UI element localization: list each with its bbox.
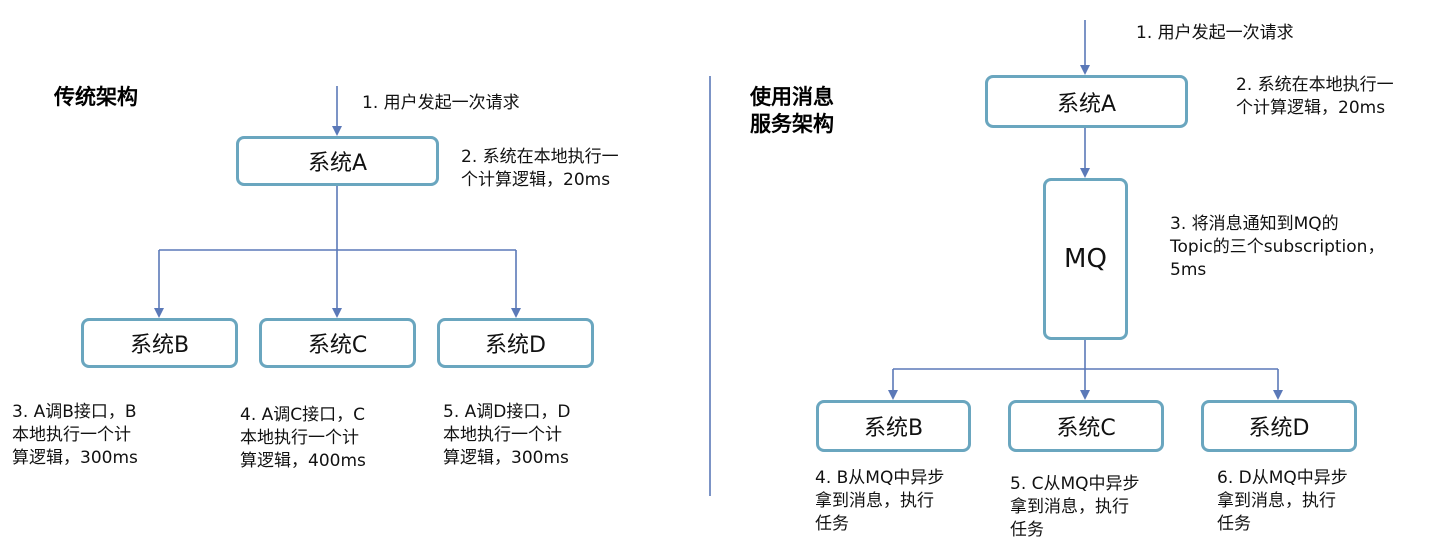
right-node-system-d: 系统D <box>1201 400 1357 452</box>
step-line: 4. B从MQ中异步 <box>815 468 945 488</box>
left-step-1: 1. 用户发起一次请求 <box>362 92 520 115</box>
step-line: 任务 <box>815 514 849 534</box>
heading-line: 服务架构 <box>750 112 834 137</box>
left-node-system-a: 系统A <box>236 136 439 186</box>
left-step-4: 4. A调C接口，C 本地执行一个计 算逻辑，400ms <box>240 404 366 473</box>
right-step-3: 3. 将消息通知到MQ的 Topic的三个subscription， 5ms <box>1170 213 1384 282</box>
node-label: 系统B <box>863 416 924 441</box>
step-line: 2. 系统在本地执行一 <box>1236 75 1394 95</box>
node-label: 系统B <box>129 333 190 358</box>
step-line: 3. A调B接口，B <box>12 402 137 422</box>
step-line: 本地执行一个计 <box>12 425 131 445</box>
right-node-system-c: 系统C <box>1008 400 1164 452</box>
step-line: Topic的三个subscription， <box>1170 237 1385 257</box>
step-line: 4. A调C接口，C <box>240 405 365 425</box>
right-step-6: 6. D从MQ中异步 拿到消息，执行 任务 <box>1217 467 1348 536</box>
right-step-1: 1. 用户发起一次请求 <box>1136 22 1294 45</box>
heading-line: 使用消息 <box>750 85 834 109</box>
step-line: 拿到消息，执行 <box>815 491 934 511</box>
right-step-4: 4. B从MQ中异步 拿到消息，执行 任务 <box>815 467 944 536</box>
node-label: 系统C <box>1056 416 1116 441</box>
step-line: 算逻辑，300ms <box>443 448 569 468</box>
right-heading: 使用消息 服务架构 <box>750 84 834 139</box>
step-text: 1. 用户发起一次请求 <box>362 93 520 113</box>
node-label: 系统D <box>485 333 546 358</box>
right-step-2: 2. 系统在本地执行一 个计算逻辑，20ms <box>1236 74 1394 120</box>
right-node-system-a: 系统A <box>985 75 1188 128</box>
step-line: 拿到消息，执行 <box>1010 497 1129 517</box>
step-line: 本地执行一个计 <box>240 428 359 448</box>
right-node-mq: MQ <box>1043 178 1128 340</box>
step-line: 任务 <box>1010 520 1044 540</box>
left-step-2: 2. 系统在本地执行一 个计算逻辑，20ms <box>461 146 619 192</box>
node-label: MQ <box>1064 244 1107 274</box>
step-line: 5. A调D接口，D <box>443 402 571 422</box>
step-text: 1. 用户发起一次请求 <box>1136 23 1294 43</box>
step-line: 算逻辑，300ms <box>12 448 138 468</box>
node-label: 系统C <box>307 333 368 358</box>
step-line: 3. 将消息通知到MQ的 <box>1170 214 1339 234</box>
step-line: 个计算逻辑，20ms <box>461 170 611 190</box>
left-heading: 传统架构 <box>54 85 138 109</box>
step-line: 5. C从MQ中异步 <box>1010 474 1140 494</box>
left-node-system-d: 系统D <box>437 318 594 368</box>
step-line: 个计算逻辑，20ms <box>1236 98 1386 118</box>
step-line: 5ms <box>1170 260 1207 280</box>
right-step-5: 5. C从MQ中异步 拿到消息，执行 任务 <box>1010 473 1140 542</box>
left-step-3: 3. A调B接口，B 本地执行一个计 算逻辑，300ms <box>12 401 138 470</box>
step-line: 6. D从MQ中异步 <box>1217 468 1348 488</box>
node-label: 系统A <box>1056 91 1117 117</box>
step-line: 本地执行一个计 <box>443 425 562 445</box>
step-line: 2. 系统在本地执行一 <box>461 147 619 167</box>
left-node-system-b: 系统B <box>81 318 238 368</box>
right-node-system-b: 系统B <box>816 400 971 452</box>
step-line: 任务 <box>1217 514 1251 534</box>
step-line: 拿到消息，执行 <box>1217 491 1336 511</box>
left-node-system-c: 系统C <box>259 318 416 368</box>
step-line: 算逻辑，400ms <box>240 451 366 471</box>
left-step-5: 5. A调D接口，D 本地执行一个计 算逻辑，300ms <box>443 401 570 470</box>
node-label: 系统A <box>307 151 368 176</box>
node-label: 系统D <box>1248 416 1310 441</box>
